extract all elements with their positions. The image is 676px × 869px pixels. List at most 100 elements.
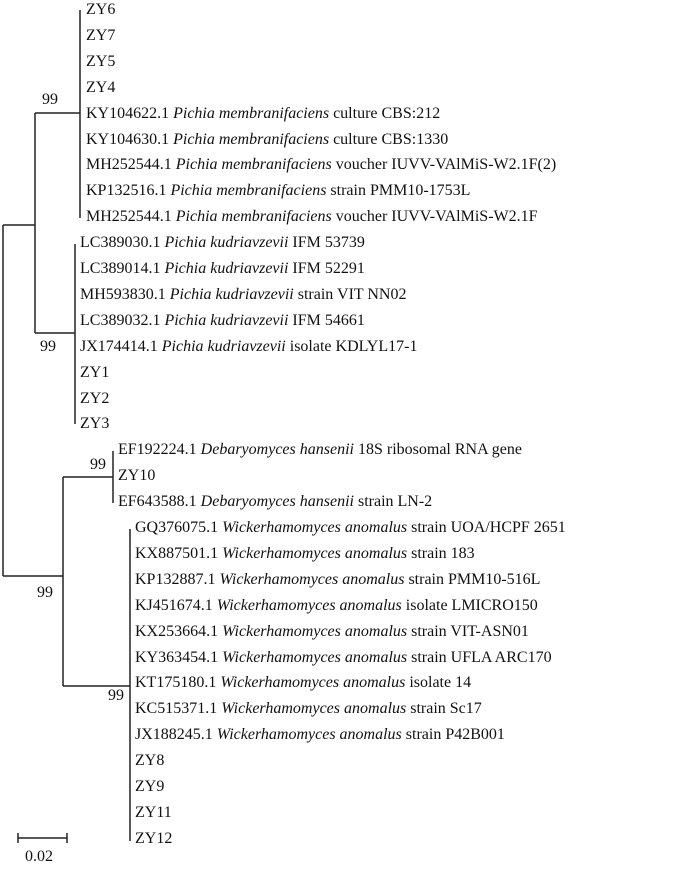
accession: KY363454.1: [135, 648, 219, 666]
leaf-label: ZY2: [80, 390, 109, 408]
leaf-label: ZY6: [86, 1, 115, 19]
leaf-label: ZY10: [118, 467, 155, 485]
accession: JX174414.1: [80, 337, 158, 355]
leaf-label: JX174414.1 Pichia kudriavzevii isolate K…: [80, 338, 417, 356]
leaf-label: KP132887.1 Wickerhamomyces anomalus stra…: [135, 571, 540, 589]
accession: KX253664.1: [135, 622, 219, 640]
strain-info: strain VIT-ASN01: [411, 622, 529, 640]
leaf-label: KY104622.1 Pichia membranifaciens cultur…: [86, 105, 440, 123]
accession: KX887501.1: [135, 544, 219, 562]
accession: ZY9: [135, 778, 165, 795]
leaf-label: KP132516.1 Pichia membranifaciens strain…: [86, 182, 470, 200]
species-name: Wickerhamomyces anomalus: [216, 726, 402, 744]
bootstrap-hansenii: 99: [90, 456, 106, 473]
accession: JX188245.1: [135, 726, 213, 744]
leaf-label: KY104630.1 Pichia membranifaciens cultur…: [86, 131, 448, 149]
leaf-label: KX253664.1 Wickerhamomyces anomalus stra…: [135, 623, 529, 641]
bootstrap-kudriavzevii: 99: [40, 338, 56, 355]
species-name: Pichia membranifaciens: [170, 182, 327, 200]
strain-info: strain VIT NN02: [297, 285, 407, 303]
bootstrap-membranifaciens: 99: [42, 91, 58, 108]
strain-info: strain PMM10-516L: [408, 570, 541, 588]
leaf-label: KJ451674.1 Wickerhamomyces anomalus isol…: [135, 597, 538, 615]
species-name: Wickerhamomyces anomalus: [222, 519, 408, 536]
species-name: Pichia kudriavzevii: [169, 285, 294, 303]
species-name: Pichia membranifaciens: [173, 130, 330, 148]
species-name: Pichia kudriavzevii: [164, 260, 289, 277]
strain-info: IFM 53739: [292, 234, 365, 252]
species-name: Pichia membranifaciens: [175, 156, 332, 174]
leaf-label: EF192224.1 Debaryomyces hansenii 18S rib…: [118, 441, 522, 459]
species-name: Pichia membranifaciens: [175, 208, 332, 226]
strain-info: strain PMM10-1753L: [330, 182, 471, 200]
leaf-label: KC515371.1 Wickerhamomyces anomalus stra…: [135, 700, 482, 718]
strain-info: strain UFLA ARC170: [411, 648, 552, 666]
leaf-label: KX887501.1 Wickerhamomyces anomalus stra…: [135, 545, 475, 563]
leaf-label: LC389032.1 Pichia kudriavzevii IFM 54661: [80, 312, 365, 330]
species-name: Wickerhamomyces anomalus: [220, 674, 406, 692]
accession: ZY6: [86, 1, 116, 18]
accession: MH252544.1: [86, 208, 172, 226]
species-name: Wickerhamomyces anomalus: [222, 622, 408, 640]
species-name: Pichia kudriavzevii: [164, 234, 289, 252]
strain-info: strain Sc17: [410, 700, 482, 718]
leaf-label: ZY11: [135, 804, 172, 822]
species-name: Wickerhamomyces anomalus: [221, 700, 407, 718]
strain-info: strain 183: [411, 544, 475, 562]
accession: ZY4: [86, 78, 116, 96]
species-name: Wickerhamomyces anomalus: [219, 570, 405, 588]
accession: ZY8: [135, 752, 165, 770]
accession: ZY12: [135, 829, 173, 847]
leaf-label: ZY5: [86, 53, 115, 71]
bootstrap-yeast-node: 99: [37, 584, 53, 601]
leaf-label: LC389030.1 Pichia kudriavzevii IFM 53739: [80, 234, 365, 252]
species-name: Pichia kudriavzevii: [164, 311, 289, 329]
accession: KJ451674.1: [135, 596, 213, 614]
leaf-label: LC389014.1 Pichia kudriavzevii IFM 52291: [80, 260, 365, 278]
accession: KT175180.1: [135, 674, 217, 692]
strain-info: strain LN-2: [357, 493, 433, 511]
strain-info: isolate 14: [409, 674, 472, 692]
accession: KY104630.1: [86, 130, 170, 148]
strain-info: culture CBS:212: [333, 104, 441, 122]
strain-info: voucher IUVV-VAlMiS-W2.1F(2): [335, 156, 557, 174]
leaf-label: MH252544.1 Pichia membranifaciens vouche…: [86, 208, 538, 226]
accession: ZY7: [86, 26, 116, 44]
accession: MH252544.1: [86, 156, 172, 174]
strain-info: isolate KDLYL17-1: [289, 337, 418, 355]
accession: KY104622.1: [86, 104, 170, 122]
strain-info: voucher IUVV-VAlMiS-W2.1F: [335, 208, 538, 226]
species-name: Pichia membranifaciens: [173, 104, 330, 122]
accession: EF643588.1: [118, 493, 197, 511]
strain-info: culture CBS:1330: [333, 130, 449, 148]
leaf-label: KY363454.1 Wickerhamomyces anomalus stra…: [135, 649, 552, 667]
accession: LC389032.1: [80, 311, 161, 329]
strain-info: 18S ribosomal RNA gene: [357, 441, 522, 459]
accession: LC389030.1: [80, 234, 161, 252]
leaf-label: JX188245.1 Wickerhamomyces anomalus stra…: [135, 726, 505, 744]
accession: KP132516.1: [86, 182, 167, 200]
accession: KC515371.1: [135, 700, 218, 718]
leaf-label: GQ376075.1 Wickerhamomyces anomalus stra…: [135, 519, 566, 537]
scale-bar-label: 0.02: [25, 848, 53, 865]
accession: GQ376075.1: [135, 519, 219, 536]
strain-info: strain P42B001: [405, 726, 505, 744]
accession: ZY1: [80, 363, 110, 381]
accession: ZY2: [80, 389, 110, 407]
species-name: Pichia kudriavzevii: [161, 337, 286, 355]
leaf-label: MH593830.1 Pichia kudriavzevii strain VI…: [80, 286, 406, 304]
leaf-label: ZY9: [135, 778, 164, 796]
species-name: Wickerhamomyces anomalus: [222, 648, 408, 666]
accession: ZY11: [135, 803, 172, 821]
species-name: Wickerhamomyces anomalus: [222, 544, 408, 562]
leaf-label: EF643588.1 Debaryomyces hansenii strain …: [118, 493, 432, 511]
species-name: Debaryomyces hansenii: [200, 493, 354, 511]
leaf-label: ZY3: [80, 415, 109, 433]
accession: LC389014.1: [80, 260, 161, 277]
species-name: Debaryomyces hansenii: [200, 441, 354, 459]
strain-info: strain UOA/HCPF 2651: [411, 519, 566, 536]
leaf-label: ZY1: [80, 364, 109, 382]
leaf-label: ZY7: [86, 27, 115, 45]
bootstrap-anomalus: 99: [108, 687, 124, 704]
